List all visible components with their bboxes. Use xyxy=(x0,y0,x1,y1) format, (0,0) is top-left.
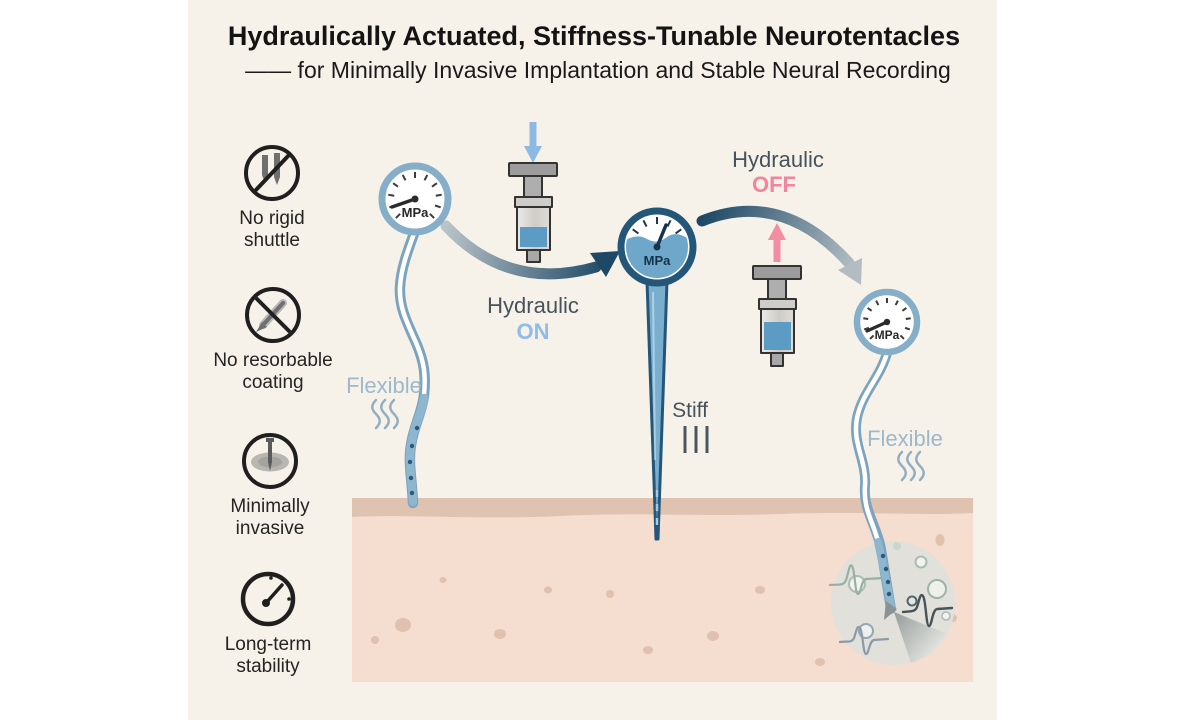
minimally-invasive-icon xyxy=(242,433,298,489)
sidebar-item-long-term-stability: Long-term stability xyxy=(188,568,348,678)
gauge-liquid xyxy=(626,234,688,278)
tentacle-tip-shadow xyxy=(884,601,897,620)
sidebar-item-no-rigid-shuttle: No rigid shuttle xyxy=(192,142,352,252)
sidebar-item-label: No rigid shuttle xyxy=(239,208,305,251)
sidebar-item-label: Long-term stability xyxy=(224,634,312,677)
gauge-needle xyxy=(865,320,889,333)
stiff-bars-icon xyxy=(683,426,709,453)
press-down-arrow-icon xyxy=(524,122,542,163)
syringe-pull xyxy=(752,223,802,367)
hydraulic-off-word: Hydraulic xyxy=(732,147,824,172)
recording-cone xyxy=(894,612,947,663)
electrode-sites xyxy=(880,553,892,597)
syringe-liquid xyxy=(764,322,791,350)
syringe-liquid xyxy=(520,227,547,247)
long-term-stability-icon xyxy=(240,571,296,627)
figure-title: Hydraulically Actuated, Stiffness-Tunabl… xyxy=(227,21,961,51)
gauge-needle xyxy=(655,223,668,249)
syringe-press xyxy=(508,122,558,263)
recording-magnifier-circle xyxy=(828,541,955,665)
tissue-speckles xyxy=(371,534,957,666)
figure-subtitle: —— for Minimally Invasive Implantation a… xyxy=(245,57,951,83)
sidebar-item-label: Minimally invasive xyxy=(230,496,310,539)
pressure-gauge-left xyxy=(378,162,452,236)
sidebar-item-minimally-invasive: Minimally invasive xyxy=(190,430,350,540)
sidebar-item-label: No resorbable coating xyxy=(213,350,333,393)
gauge-unit-middle: MPa xyxy=(643,253,671,268)
arrow-off-transition xyxy=(696,205,862,285)
flexible-squiggle-right-icon xyxy=(897,450,925,482)
tentacle-flexible-right xyxy=(851,348,897,620)
flexible-label-left: Flexible xyxy=(346,373,422,398)
flexible-squiggle-left-icon xyxy=(371,398,399,430)
hydraulic-off-state: OFF xyxy=(752,172,796,197)
hydraulic-on-word: Hydraulic xyxy=(487,293,579,318)
gauge-needle xyxy=(390,197,417,209)
pressure-gauge-right xyxy=(853,288,921,356)
hydraulic-on-state: ON xyxy=(516,319,550,344)
arrow-on-transition xyxy=(440,220,620,280)
electrode-sites xyxy=(407,425,420,496)
pull-up-arrow-icon xyxy=(768,223,786,262)
stiff-label: Stiff xyxy=(672,399,708,422)
sidebar-item-no-resorbable-coating: No resorbable coating xyxy=(193,284,353,394)
gauge-unit-left: MPa xyxy=(401,205,429,220)
neural-spike-waveforms xyxy=(828,564,954,656)
gauge-unit-right: MPa xyxy=(874,328,900,342)
no-rigid-shuttle-icon xyxy=(244,145,300,201)
flexible-label-right: Flexible xyxy=(867,426,943,451)
pressure-gauge-middle xyxy=(617,207,697,287)
no-resorbable-coating-icon xyxy=(245,287,301,343)
tentacle-flexible-left xyxy=(394,225,430,509)
